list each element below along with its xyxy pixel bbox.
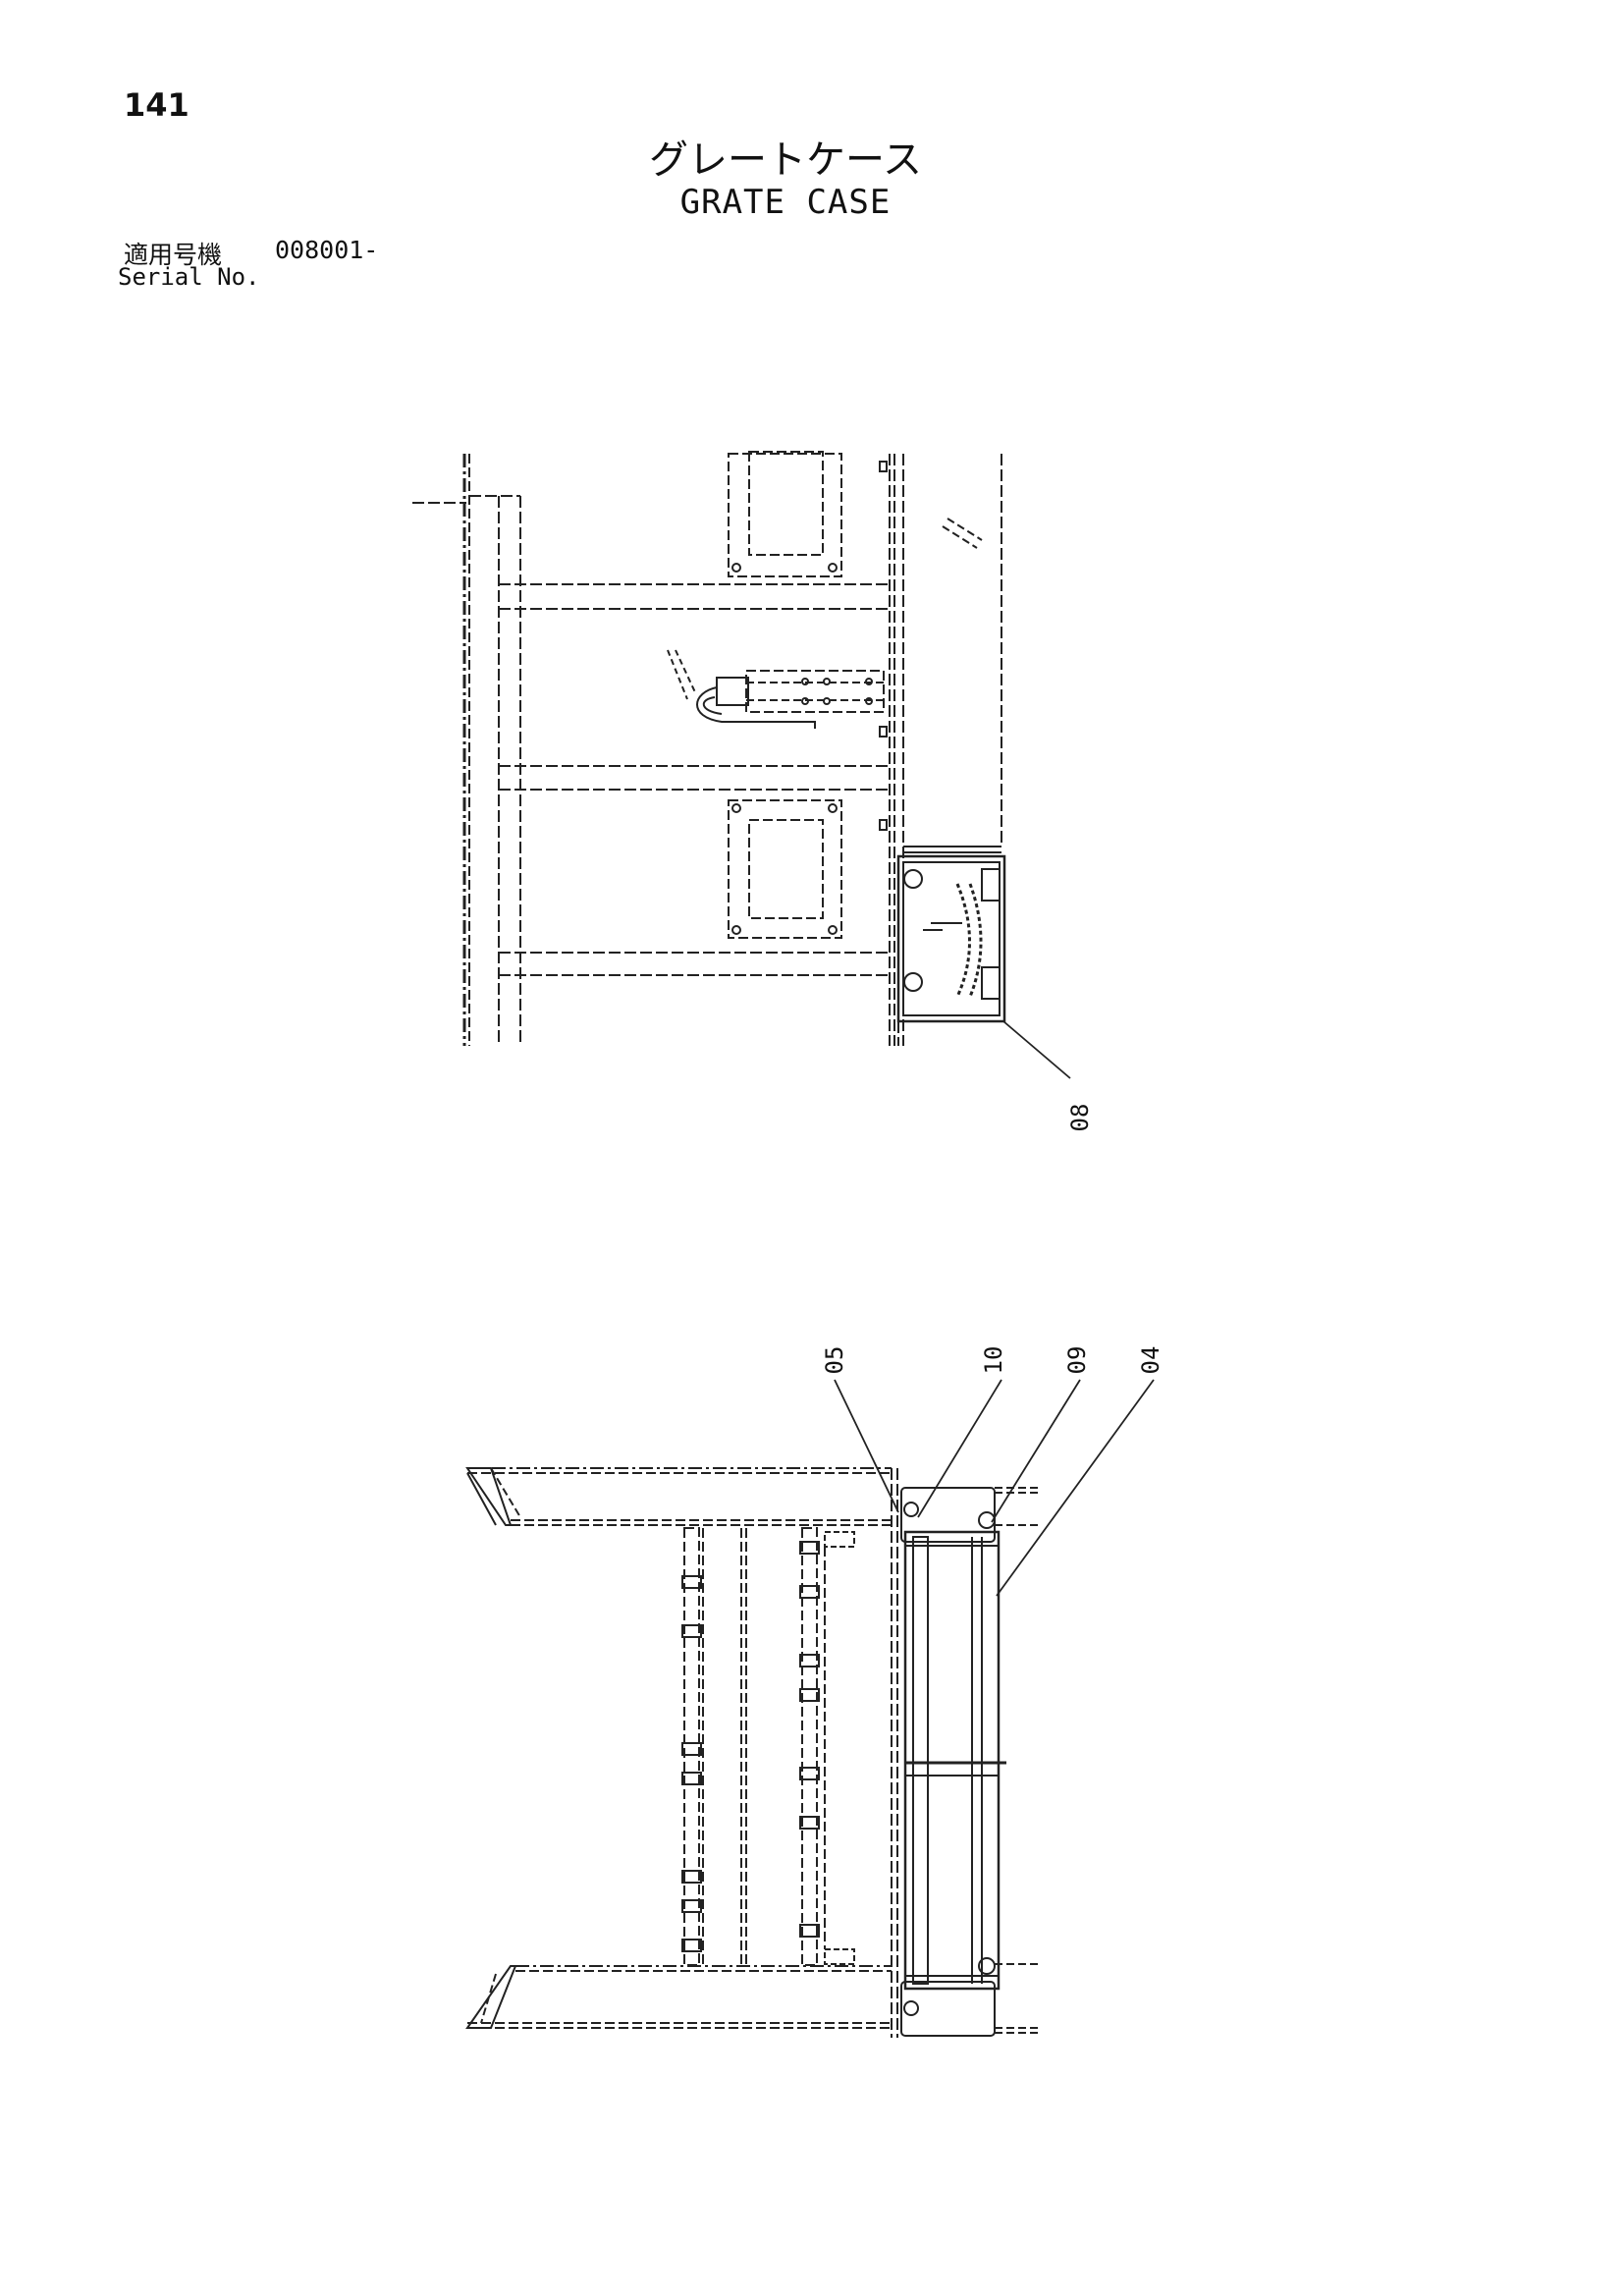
serial-number-value: 008001- xyxy=(275,236,379,264)
page-title-japanese: グレートケース xyxy=(649,137,922,183)
callout-08: 08 xyxy=(1066,1104,1094,1132)
callout-09: 09 xyxy=(1063,1346,1091,1375)
callout-04: 04 xyxy=(1137,1346,1164,1375)
page-title-english: GRATE CASE xyxy=(679,183,892,222)
callout-05: 05 xyxy=(821,1346,848,1375)
front-view-drawing xyxy=(465,1467,1041,2038)
serial-label-english: Serial No. xyxy=(118,263,260,291)
callout-10: 10 xyxy=(980,1346,1007,1375)
serial-label-japanese: 適用号機 xyxy=(124,241,223,269)
page-number: 141 xyxy=(124,86,189,124)
top-view-drawing xyxy=(412,451,1006,1046)
